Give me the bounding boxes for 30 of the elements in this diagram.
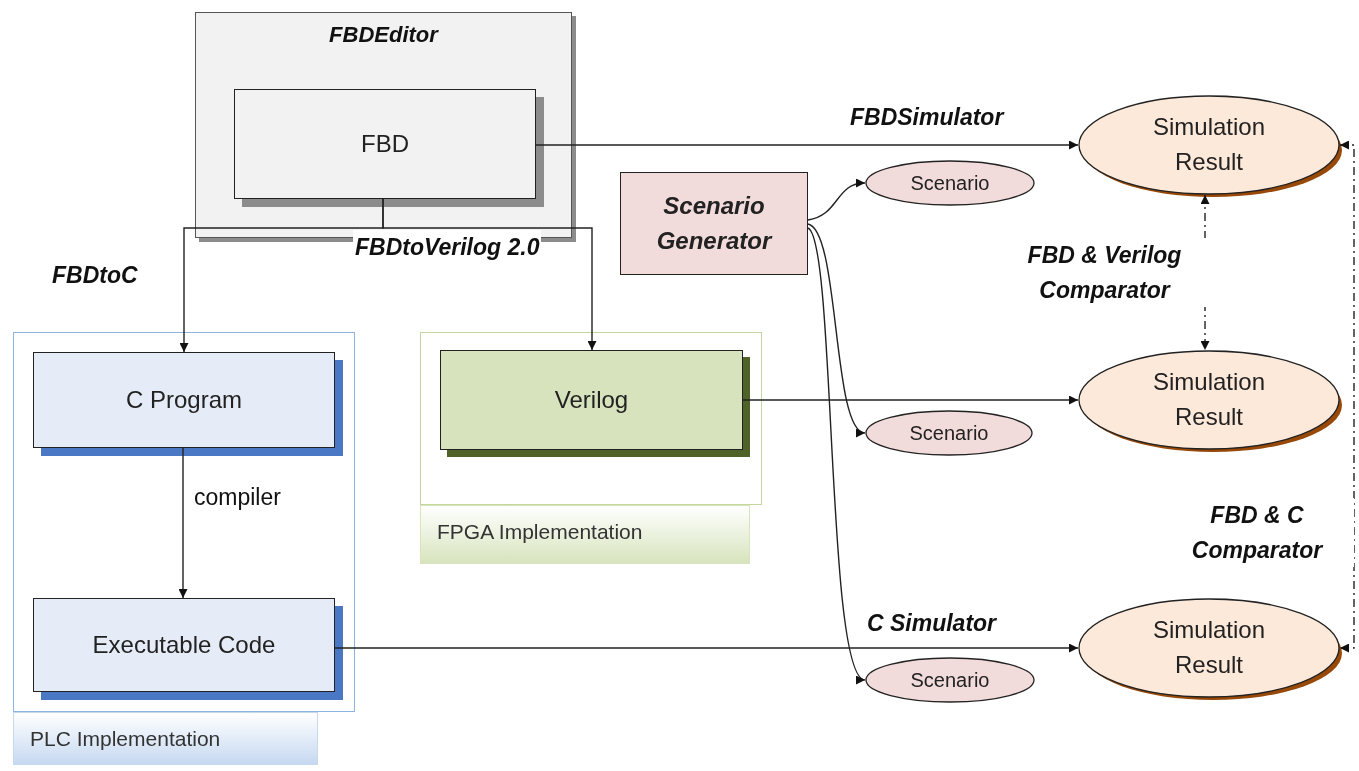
group-label-tab: FPGA Implementation — [420, 505, 750, 564]
arrow — [334, 643, 1079, 653]
node-label: FBD — [361, 128, 409, 159]
node-label: Simulation Result — [1151, 615, 1267, 680]
process-box — [620, 172, 808, 275]
arrow — [807, 179, 866, 221]
group-frame — [13, 332, 355, 765]
group-frame — [420, 332, 762, 564]
result-ellipse — [1078, 350, 1340, 450]
result-ellipse — [1078, 95, 1340, 195]
node-label: Scenario — [909, 170, 991, 196]
node-label: Executable Code — [92, 629, 276, 660]
arrow — [382, 197, 597, 351]
scenario-ellipse — [865, 657, 1035, 703]
arrow — [1339, 140, 1355, 653]
group-title: FBDEditor — [329, 21, 438, 49]
scenario-ellipse — [865, 160, 1035, 206]
result-ellipse — [1078, 598, 1340, 698]
arrow — [178, 447, 188, 599]
node-label: Scenario — [908, 420, 990, 446]
arrow — [534, 140, 1079, 150]
node-label: Scenario — [909, 667, 991, 693]
node-label: Verilog — [554, 384, 629, 415]
arrow — [742, 395, 1079, 405]
scenario-ellipse — [865, 410, 1033, 456]
node-label: Simulation Result — [1151, 367, 1267, 432]
group-label-tab: PLC Implementation — [13, 712, 318, 765]
node-label: Scenario Generator — [655, 190, 774, 256]
node-label: Simulation Result — [1151, 112, 1267, 177]
node-label: C Program — [126, 384, 242, 415]
